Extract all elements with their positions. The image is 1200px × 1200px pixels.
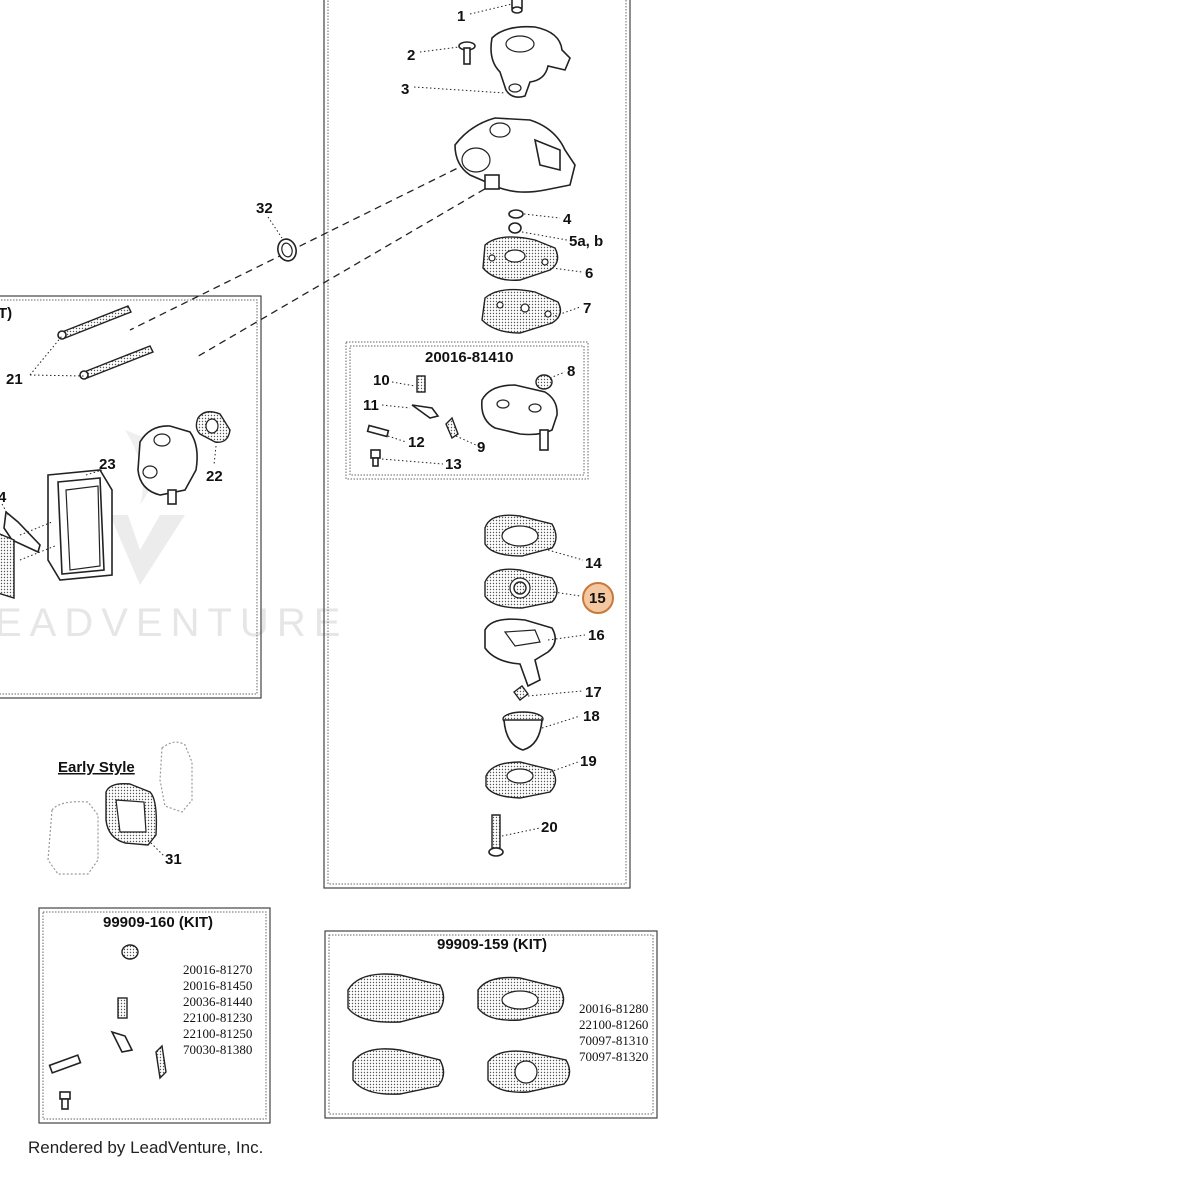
metering-cover — [480, 384, 558, 451]
part-2-screw — [458, 41, 476, 65]
part-18-primer-bulb — [502, 711, 544, 751]
carburetor-body — [454, 117, 576, 193]
carburetor-column-frame — [323, 0, 631, 889]
kit-159-frame-inner — [328, 934, 654, 1115]
part-22-gasket — [195, 411, 231, 443]
subassembly-frame — [345, 341, 589, 480]
part-13-screw — [370, 449, 381, 467]
kit-159-part: 70097-81320 — [579, 1049, 648, 1064]
early-style-label: Early Style — [58, 759, 135, 776]
part-17-check-valve — [513, 685, 529, 701]
callout-7: 7 — [583, 300, 591, 317]
kit-159-parts — [347, 973, 571, 1095]
kit-160-part: 20016-81270 — [183, 962, 252, 977]
part-7-diaphragm — [481, 288, 562, 334]
callout-16: 16 — [588, 627, 605, 644]
kit-160-parts — [48, 944, 167, 1110]
callout-23: 23 — [99, 456, 116, 473]
kit-159-part-list: 20016-81280 22100-81260 70097-81310 7009… — [579, 1001, 648, 1064]
part-5-needle-valve — [508, 222, 522, 234]
kit-159-part: 22100-81260 — [579, 1017, 648, 1032]
callout-4: 4 — [563, 211, 572, 228]
callout-9: 9 — [477, 439, 485, 456]
callout-8: 8 — [567, 363, 575, 380]
left-box-title-fragment: T) — [0, 305, 12, 322]
part-11-lever — [411, 404, 440, 419]
watermark-text: EADVENTURE — [0, 601, 348, 645]
callout-1: 1 — [457, 8, 465, 25]
callout-18: 18 — [583, 708, 600, 725]
callout-21: 21 — [6, 371, 23, 388]
callout-14: 14 — [585, 555, 602, 572]
kit-160-frame-inner — [42, 911, 267, 1120]
callout-17: 17 — [585, 684, 602, 701]
part-16-pump-body — [484, 618, 556, 688]
air-cleaner-frame — [0, 295, 262, 699]
callout-20: 20 — [541, 819, 558, 836]
part-12-pin — [366, 424, 390, 438]
rendered-by-footer: Rendered by LeadVenture, Inc. — [28, 1138, 263, 1157]
part-32-o-ring — [277, 238, 297, 262]
callout-13: 13 — [445, 456, 462, 473]
callout-10: 10 — [373, 372, 390, 389]
callout-4-left: 4 — [0, 489, 7, 506]
part-15-pump-diaphragm — [484, 568, 558, 609]
part-3-cover — [490, 25, 571, 98]
kit-159-part: 70097-81310 — [579, 1033, 648, 1048]
part-10-spring — [416, 375, 426, 393]
kit-160-part: 20036-81440 — [183, 994, 252, 1009]
part-6-gasket — [482, 236, 559, 281]
callout-32: 32 — [256, 200, 273, 217]
part-23-air-cleaner-base — [47, 469, 113, 581]
kit-159-title: 99909-159 (KIT) — [437, 936, 547, 953]
callout-31: 31 — [165, 851, 182, 868]
callout-12: 12 — [408, 434, 425, 451]
kit-160-part: 20016-81450 — [183, 978, 252, 993]
kit-160-title: 99909-160 (KIT) — [103, 914, 213, 931]
part-31-gasket — [105, 782, 158, 846]
kit-160-part: 70030-81380 — [183, 1042, 252, 1057]
carburetor-column-frame-inner — [327, 0, 627, 885]
kit-159-part: 20016-81280 — [579, 1001, 648, 1016]
guide-line-lower — [194, 182, 496, 359]
part-4-washer — [508, 209, 524, 219]
kit-160-part-list: 20016-81270 20016-81450 20036-81440 2210… — [183, 962, 252, 1057]
part-1-screw — [511, 0, 523, 14]
kit-160-part: 22100-81230 — [183, 1010, 252, 1025]
highlight-marker-15 — [582, 582, 614, 614]
subassembly-title: 20016-81410 — [425, 349, 513, 366]
early-style-ghost-parts — [47, 741, 193, 875]
subassembly-frame-inner — [349, 345, 585, 476]
callout-5: 5a, b — [569, 233, 603, 250]
kit-159-frame — [324, 930, 658, 1119]
callout-3: 3 — [401, 81, 409, 98]
part-9-needle — [445, 416, 459, 440]
callout-19: 19 — [580, 753, 597, 770]
callout-6: 6 — [585, 265, 593, 282]
callout-15: 15 — [589, 590, 606, 607]
callout-2: 2 — [407, 47, 415, 64]
part-8-screw — [535, 374, 553, 390]
air-cleaner-frame-inner — [0, 299, 258, 695]
kit-160-frame — [38, 907, 271, 1124]
part-4-bracket — [0, 510, 41, 599]
part-21-bolts — [57, 305, 154, 380]
kit-160-part: 22100-81250 — [183, 1026, 252, 1041]
part-19-retainer — [485, 761, 557, 799]
callout-11: 11 — [363, 397, 379, 414]
callout-22: 22 — [206, 468, 223, 485]
guide-line-upper — [129, 157, 479, 331]
part-14-gasket — [484, 514, 557, 557]
carburetor-assembly — [137, 425, 198, 505]
part-20-screw — [488, 814, 504, 857]
